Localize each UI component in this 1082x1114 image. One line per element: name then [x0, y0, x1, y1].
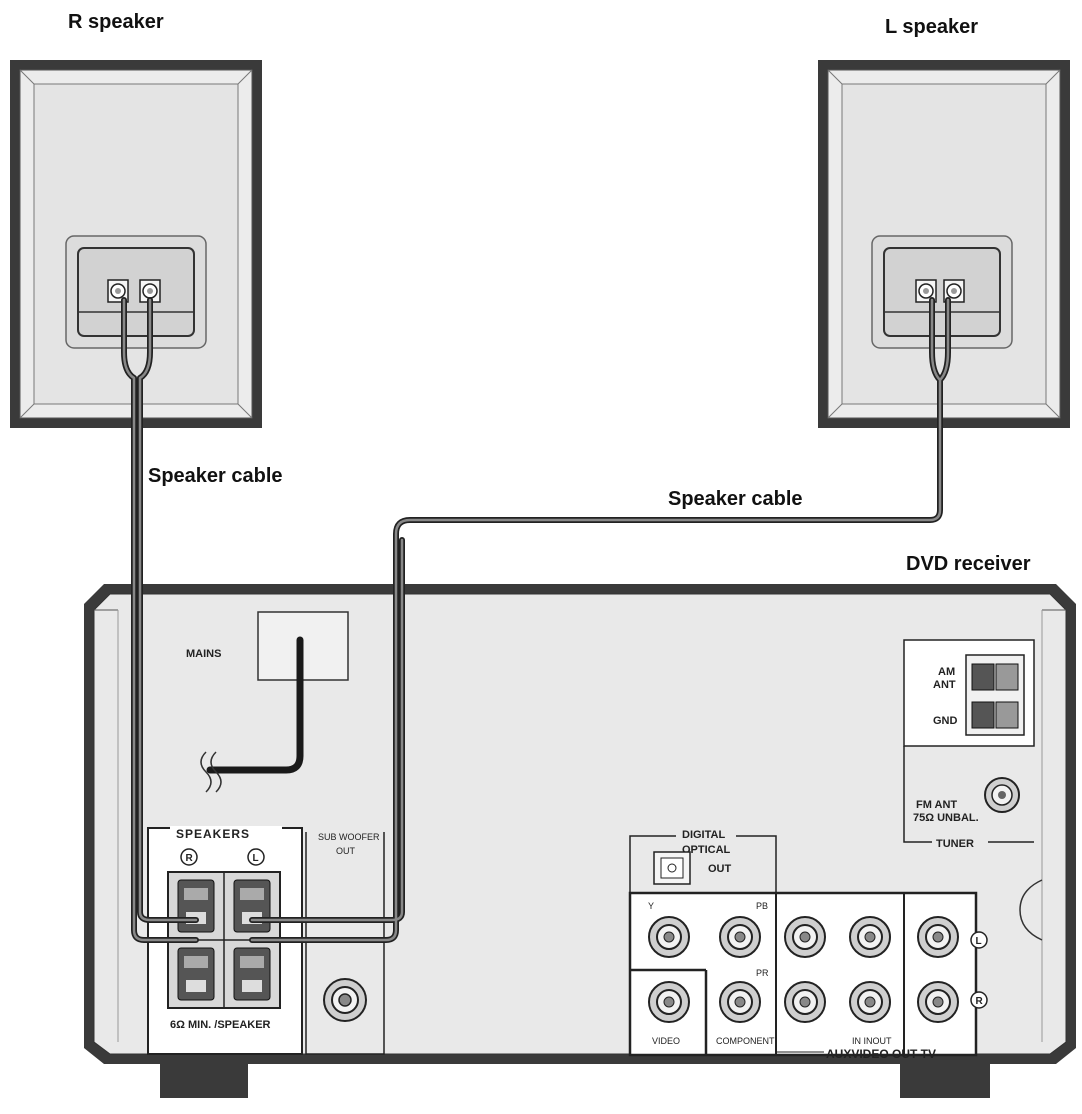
speakers-r-marker [180, 848, 198, 866]
aux-in-r-jack [784, 981, 826, 1023]
speaker-terminal-r-minus [177, 947, 215, 1001]
aux-video-out-tv-label: AUXVIDEO OUT TV [826, 1047, 936, 1061]
component-y-jack [648, 916, 690, 958]
gnd-label: GND [933, 715, 958, 727]
speakers-spec: 6Ω MIN. /SPEAKER [170, 1019, 271, 1031]
svg-text:L: L [253, 853, 259, 864]
speaker-cable-r [121, 297, 199, 943]
subwoofer-label-2: OUT [336, 846, 356, 856]
av-jack-panel: Y PB PR [628, 891, 988, 1061]
l-speaker-terminal-left [915, 279, 937, 303]
video-jack [648, 981, 690, 1023]
l-speaker-label: L speaker [885, 16, 978, 38]
fm-antenna: FM ANT 75Ω UNBAL. TUNER [903, 746, 1034, 850]
am-ant-label-2: ANT [933, 679, 956, 691]
speakers-terminal-block: SPEAKERS R L [147, 826, 303, 1055]
am-antenna-block: AM ANT GND [903, 639, 1035, 747]
dvd-receiver: MAINS SPEAKERS R L [84, 584, 1076, 1098]
speaker-cable-l [249, 297, 951, 943]
speaker-terminal-l-minus [233, 947, 271, 1001]
dvd-receiver-label: DVD receiver [906, 553, 1031, 575]
r-speaker [10, 60, 262, 428]
speaker-cable-right-label: Speaker cable [668, 488, 803, 510]
speaker-terminal-l-plus [233, 879, 271, 933]
aux-in-l-jack [784, 916, 826, 958]
fm-ant-label-2: 75Ω UNBAL. [913, 812, 979, 824]
speaker-terminal-r-plus [177, 879, 215, 933]
video-out-l-jack [849, 916, 891, 958]
fm-ant-label-1: FM ANT [916, 799, 957, 811]
digital-label: DIGITAL [682, 829, 725, 841]
jack-l-marker [970, 931, 988, 949]
component-label: COMPONENT [716, 1036, 775, 1046]
svg-text:L: L [976, 936, 982, 947]
video-out-r-jack [849, 981, 891, 1023]
subwoofer-label-1: SUB WOOFER [318, 832, 380, 842]
tv-l-jack [917, 916, 959, 958]
r-speaker-label: R speaker [68, 11, 164, 33]
gnd-clip [971, 701, 995, 729]
comp-pr-label: PR [756, 968, 769, 978]
svg-text:R: R [186, 853, 194, 864]
l-speaker [818, 60, 1070, 428]
comp-pb-label: PB [756, 901, 768, 911]
tuner-label: TUNER [936, 838, 974, 850]
mains-label: MAINS [186, 648, 221, 660]
mains-cord-break-icon [200, 751, 212, 793]
am-ant-label-1: AM [938, 666, 955, 678]
component-pr-jack [719, 981, 761, 1023]
am-ant-clip [971, 663, 995, 691]
component-pb-jack [719, 916, 761, 958]
digital-optical: DIGITAL OPTICAL OUT [629, 828, 777, 893]
speakers-l-marker [247, 848, 265, 866]
svg-text:R: R [976, 996, 984, 1007]
r-speaker-terminal-left [107, 279, 129, 303]
optical-out-label: OUT [708, 863, 732, 875]
comp-y-label: Y [648, 901, 654, 911]
video-label: VIDEO [652, 1036, 680, 1046]
jack-r-marker [970, 991, 988, 1009]
l-speaker-terminal-right [943, 279, 965, 303]
speakers-title: SPEAKERS [176, 827, 250, 841]
in-inout-label: IN INOUT [852, 1036, 892, 1046]
speaker-cable-left-label: Speaker cable [148, 465, 283, 487]
tv-r-jack [917, 981, 959, 1023]
mains-cord [206, 636, 304, 774]
optical-label: OPTICAL [682, 844, 731, 856]
